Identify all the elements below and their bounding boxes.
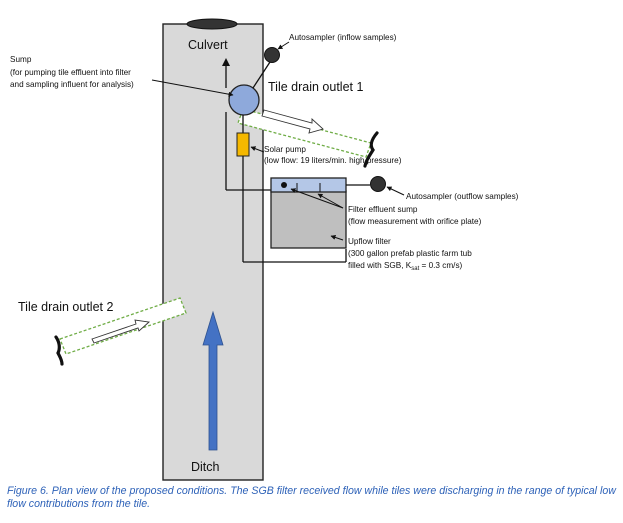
tile-2-end-cap — [54, 335, 64, 366]
effluent-sump-port-icon — [281, 182, 287, 188]
autosampler-inflow-label: Autosampler (inflow samples) — [289, 33, 397, 42]
svg-text:and sampling influent for anal: and sampling influent for analysis) — [10, 80, 134, 89]
leader-autosampler-outflow — [386, 186, 405, 196]
piping — [225, 61, 347, 263]
leader-sump — [151, 79, 234, 97]
culvert-icon — [186, 18, 238, 30]
solar-pump-label: Solar pump (low flow: 19 liters/min. hig… — [264, 145, 402, 165]
leader-autosampler-inflow — [277, 41, 290, 50]
autosampler-inflow-icon — [264, 47, 280, 63]
ditch-label: Ditch — [191, 460, 220, 474]
filter-effluent-sump-label: Filter effluent sump (flow measurement w… — [348, 205, 482, 226]
svg-text:(flow measurement with orifice: (flow measurement with orifice plate) — [348, 217, 482, 226]
tile-1-end-cap — [363, 131, 379, 168]
solar-pump-icon — [236, 132, 250, 157]
svg-text:(for pumping tile effluent int: (for pumping tile effluent into filter — [10, 68, 131, 77]
autosampler-outflow-label: Autosampler (outflow samples) — [406, 192, 519, 201]
svg-text:(300 gallon prefab plastic far: (300 gallon prefab plastic farm tub — [348, 249, 472, 258]
svg-text:(low flow: 19 liters/min. high: (low flow: 19 liters/min. high pressure) — [264, 156, 402, 165]
tile-drain-1 — [237, 108, 379, 168]
leader-effluent-sump-1 — [317, 193, 344, 209]
sump-icon — [228, 84, 260, 116]
tile-drain-2 — [54, 297, 187, 366]
svg-text:Filter effluent sump: Filter effluent sump — [348, 205, 418, 214]
tile-outlet-2-label: Tile drain outlet 2 — [18, 300, 113, 314]
upflow-filter-icon — [270, 190, 347, 249]
riser-arrow-icon — [222, 58, 230, 66]
tile-outlet-1-label: Tile drain outlet 1 — [268, 80, 363, 94]
leader-effluent-sump-2 — [290, 188, 344, 209]
tile-1-flow-arrow-icon — [261, 109, 324, 134]
flow-arrow-icon — [202, 310, 224, 451]
svg-text:Solar pump: Solar pump — [264, 145, 306, 154]
svg-text:Sump: Sump — [10, 55, 32, 64]
sump-label: Sump (for pumping tile effluent into fil… — [10, 55, 134, 89]
upflow-filter-label: Upflow filter (300 gallon prefab plastic… — [348, 237, 472, 272]
tile-2-flow-arrow-icon — [91, 319, 151, 344]
culvert-label: Culvert — [188, 38, 228, 52]
leader-solar-pump — [250, 146, 265, 153]
autosampler-outflow-icon — [370, 176, 386, 192]
svg-text:Upflow filter: Upflow filter — [348, 237, 391, 246]
leader-upflow-filter — [330, 235, 344, 241]
svg-text:filled with SGB, Ksat = 0.3 cm: filled with SGB, Ksat = 0.3 cm/s) — [348, 261, 463, 272]
figure-caption: Figure 6. Plan view of the proposed cond… — [7, 485, 616, 510]
